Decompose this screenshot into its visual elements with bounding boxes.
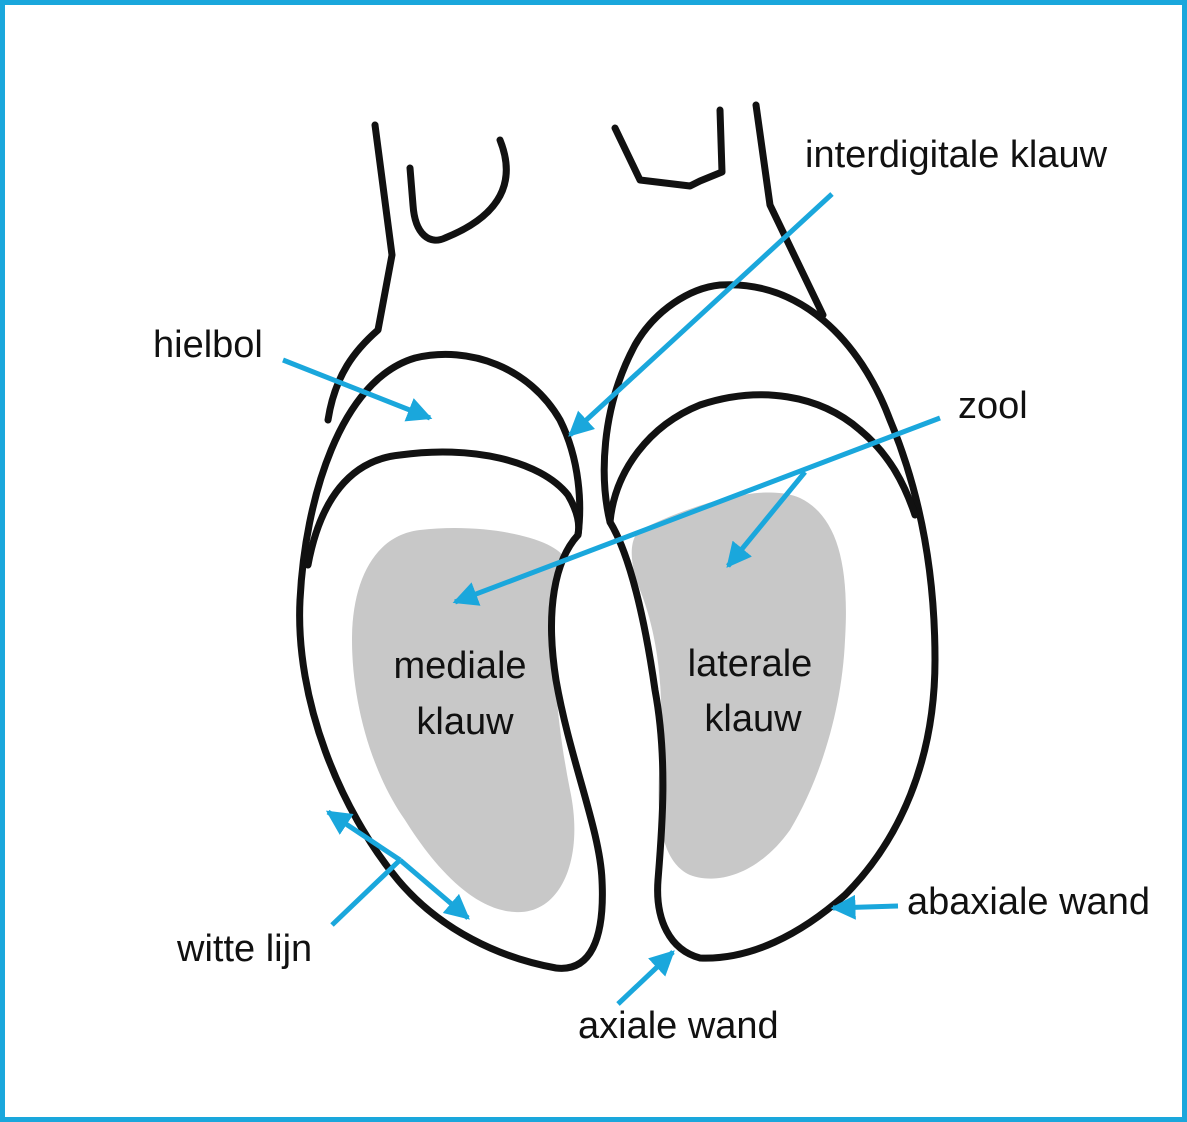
leg-outline [324, 101, 827, 424]
label-abaxial-wall: abaxiale wand [907, 881, 1150, 923]
label-heel: hielbol [153, 324, 263, 366]
arrow-white-line-base [330, 858, 402, 927]
arrow-abaxial-wall [830, 894, 899, 920]
label-lateral-line2: klauw [704, 698, 802, 740]
medial-sole-area [352, 528, 575, 913]
label-sole: zool [958, 385, 1028, 427]
arrow-axial-wall [616, 950, 675, 1006]
label-white-line: witte lijn [176, 928, 312, 970]
arrow-sole-medial [452, 415, 941, 606]
lateral-sole-area [631, 492, 846, 879]
arrow-heel [282, 357, 433, 422]
pointer-arrows [282, 192, 941, 1006]
arrow-white-line-down [398, 858, 470, 920]
label-interdigital: interdigitale klauw [805, 134, 1108, 176]
arrow-white-line-up [325, 809, 402, 863]
label-medial-line2: klauw [416, 701, 514, 743]
lateral-claw-outline [600, 281, 939, 962]
label-lateral-line1: laterale [688, 643, 813, 685]
label-medial-line1: mediale [393, 645, 526, 687]
arrow-interdigital [568, 192, 834, 437]
medial-claw-outline [296, 351, 606, 972]
arrow-sole-lateral [726, 470, 807, 568]
label-axial-wall: axiale wand [578, 1005, 779, 1047]
